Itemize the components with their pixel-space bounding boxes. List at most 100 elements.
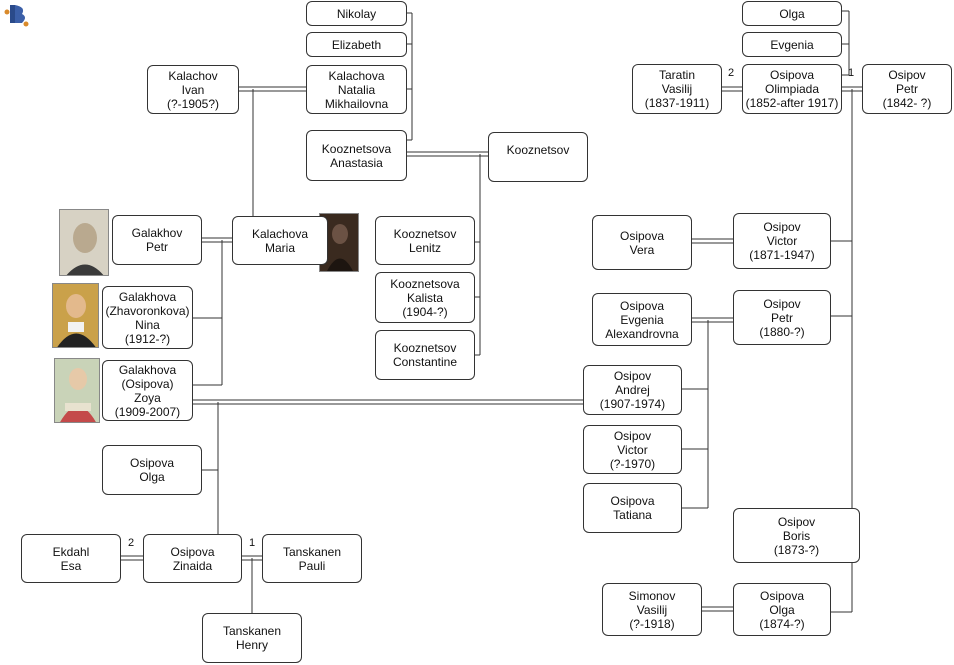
name-line: Alexandrovna (605, 326, 679, 341)
name-line: Osipova (759, 588, 805, 603)
name-line: Osipova (129, 456, 175, 470)
name-line: Henry (235, 638, 268, 652)
marriage-number-osipov-petr: 1 (848, 67, 855, 79)
person-taratin-vasilij[interactable]: Taratin Vasilij (1837-1911) (632, 64, 722, 114)
name-line: Kooznetsov (393, 226, 457, 241)
name-line: Simonov (628, 588, 676, 603)
name-line: Boris (782, 528, 811, 543)
name-line: Vasilij (636, 602, 668, 617)
name-line: Kooznetsov (506, 143, 570, 157)
name-line: (Zhavoronkova) (105, 303, 190, 318)
name-line: Olga (139, 470, 165, 484)
name-line: Kalista (406, 290, 444, 305)
person-osipov-petr-1842[interactable]: Osipov Petr (1842- ?) (862, 64, 952, 114)
person-kalachova-natalia[interactable]: Kalachova Natalia Mikhailovna (306, 65, 407, 114)
name-line: Kooznetsova (321, 141, 392, 156)
person-evgenia-top[interactable]: Evgenia (742, 32, 842, 57)
person-kooznetsova-kalista[interactable]: Kooznetsova Kalista (1904-?) (375, 272, 475, 323)
person-galakhov-petr[interactable]: Galakhov Petr (112, 215, 202, 265)
person-osipova-olga-1874[interactable]: Osipova Olga (1874-?) (733, 583, 831, 636)
person-osipova-olga-child[interactable]: Osipova Olga (102, 445, 202, 495)
name-line: Nina (135, 317, 160, 332)
person-osipova-olimpiada[interactable]: Osipova Olimpiada (1852-after 1917) (742, 64, 842, 114)
name-line: Natalia (337, 82, 376, 97)
dates-line: (1904-?) (402, 304, 448, 319)
name-line: Vera (629, 242, 655, 257)
name-line: Kalachov (168, 68, 218, 83)
dates-line: (1842- ?) (882, 96, 932, 110)
dates-line: (?-1970) (609, 456, 656, 471)
person-kooznetsova-anastasia[interactable]: Kooznetsova Anastasia (306, 130, 407, 181)
marriage-number-taratin: 2 (728, 67, 735, 79)
dates-line: (1909-2007) (114, 404, 181, 419)
name-line: Andrej (615, 383, 650, 397)
dates-line: (1871-1947) (749, 248, 815, 262)
name-line: Petr (895, 82, 918, 96)
person-olga-top[interactable]: Olga (742, 1, 842, 26)
person-nikolay[interactable]: Nikolay (306, 1, 407, 26)
site-logo[interactable] (2, 2, 32, 32)
person-galakhova-zoya[interactable]: Galakhova (Osipova) Zoya (1909-2007) (102, 360, 193, 421)
person-tanskanen-pauli[interactable]: Tanskanen Pauli (262, 534, 362, 583)
name-line: Taratin (658, 68, 696, 82)
person-osipova-tatiana[interactable]: Osipova Tatiana (583, 483, 682, 533)
dates-line: (1880-?) (759, 324, 805, 339)
name-line: Zoya (134, 390, 161, 405)
name-line: Olimpiada (764, 82, 820, 96)
name-line: Kooznetsova (390, 276, 460, 291)
person-elizabeth[interactable]: Elizabeth (306, 32, 407, 57)
person-osipova-zinaida[interactable]: Osipova Zinaida (143, 534, 242, 583)
name-line: Anastasia (330, 155, 383, 170)
name-line: Maria (264, 240, 295, 255)
name-line: Victor (617, 442, 648, 457)
name-line: Vasilij (661, 82, 693, 96)
name-line: Olga (779, 6, 805, 21)
person-osipov-victor-1970[interactable]: Osipov Victor (?-1970) (583, 425, 682, 474)
name-line: Osipov (763, 296, 801, 311)
name-line: Olga (769, 602, 795, 617)
name-line: Petr (770, 310, 793, 325)
person-osipova-evgenia-alexandrovna[interactable]: Osipova Evgenia Alexandrovna (592, 293, 692, 346)
name-line: Osipov (888, 68, 926, 82)
name-line: Victor (766, 234, 798, 248)
name-line: Osipova (610, 494, 655, 508)
person-kalachov-ivan[interactable]: Kalachov Ivan (?-1905?) (147, 65, 239, 114)
name-line: Tanskanen (222, 624, 282, 638)
name-line: Osipov (613, 428, 652, 443)
person-osipova-vera[interactable]: Osipova Vera (592, 215, 692, 270)
name-line: Mikhailovna (324, 96, 389, 111)
person-osipov-victor-1871[interactable]: Osipov Victor (1871-1947) (733, 213, 831, 269)
name-line: Esa (60, 558, 82, 573)
dates-line: (1873-?) (773, 542, 820, 557)
name-line: Osipov (763, 220, 801, 234)
marriage-number-tanskanen: 1 (249, 537, 256, 549)
person-galakhova-nina[interactable]: Galakhova (Zhavoronkova) Nina (1912-?) (102, 286, 193, 349)
person-ekdahl-esa[interactable]: Ekdahl Esa (21, 534, 121, 583)
person-kooznetsov[interactable]: Kooznetsov (488, 132, 588, 182)
name-line: Pauli (298, 558, 326, 573)
name-line: Nikolay (336, 6, 377, 21)
name-line: Osipov (613, 369, 652, 383)
person-simonov-vasilij[interactable]: Simonov Vasilij (?-1918) (602, 583, 702, 636)
dates-line: (?-1918) (629, 616, 675, 631)
galakhov-petr-photo (59, 209, 109, 276)
name-line: Ivan (181, 82, 205, 97)
name-line: Kalachova (328, 68, 385, 83)
person-osipov-petr-1880[interactable]: Osipov Petr (1880-?) (733, 290, 831, 345)
name-line: Galakhova (118, 362, 177, 377)
name-line: Evgenia (770, 37, 814, 52)
dates-line: (1912-?) (124, 331, 171, 346)
person-tanskanen-henry[interactable]: Tanskanen Henry (202, 613, 302, 663)
dates-line: (1907-1974) (599, 397, 666, 411)
name-line: Osipova (170, 544, 215, 559)
name-line: Osipova (619, 228, 665, 243)
name-line: Osipov (777, 514, 816, 529)
person-osipov-boris[interactable]: Osipov Boris (1873-?) (733, 508, 860, 563)
person-osipov-andrej[interactable]: Osipov Andrej (1907-1974) (583, 365, 682, 415)
dates-line: (1837-1911) (644, 96, 710, 110)
person-kooznetsov-lenitz[interactable]: Kooznetsov Lenitz (375, 216, 475, 265)
person-kalachova-maria[interactable]: Kalachova Maria (232, 216, 328, 265)
person-kooznetsov-constantine[interactable]: Kooznetsov Constantine (375, 330, 475, 380)
